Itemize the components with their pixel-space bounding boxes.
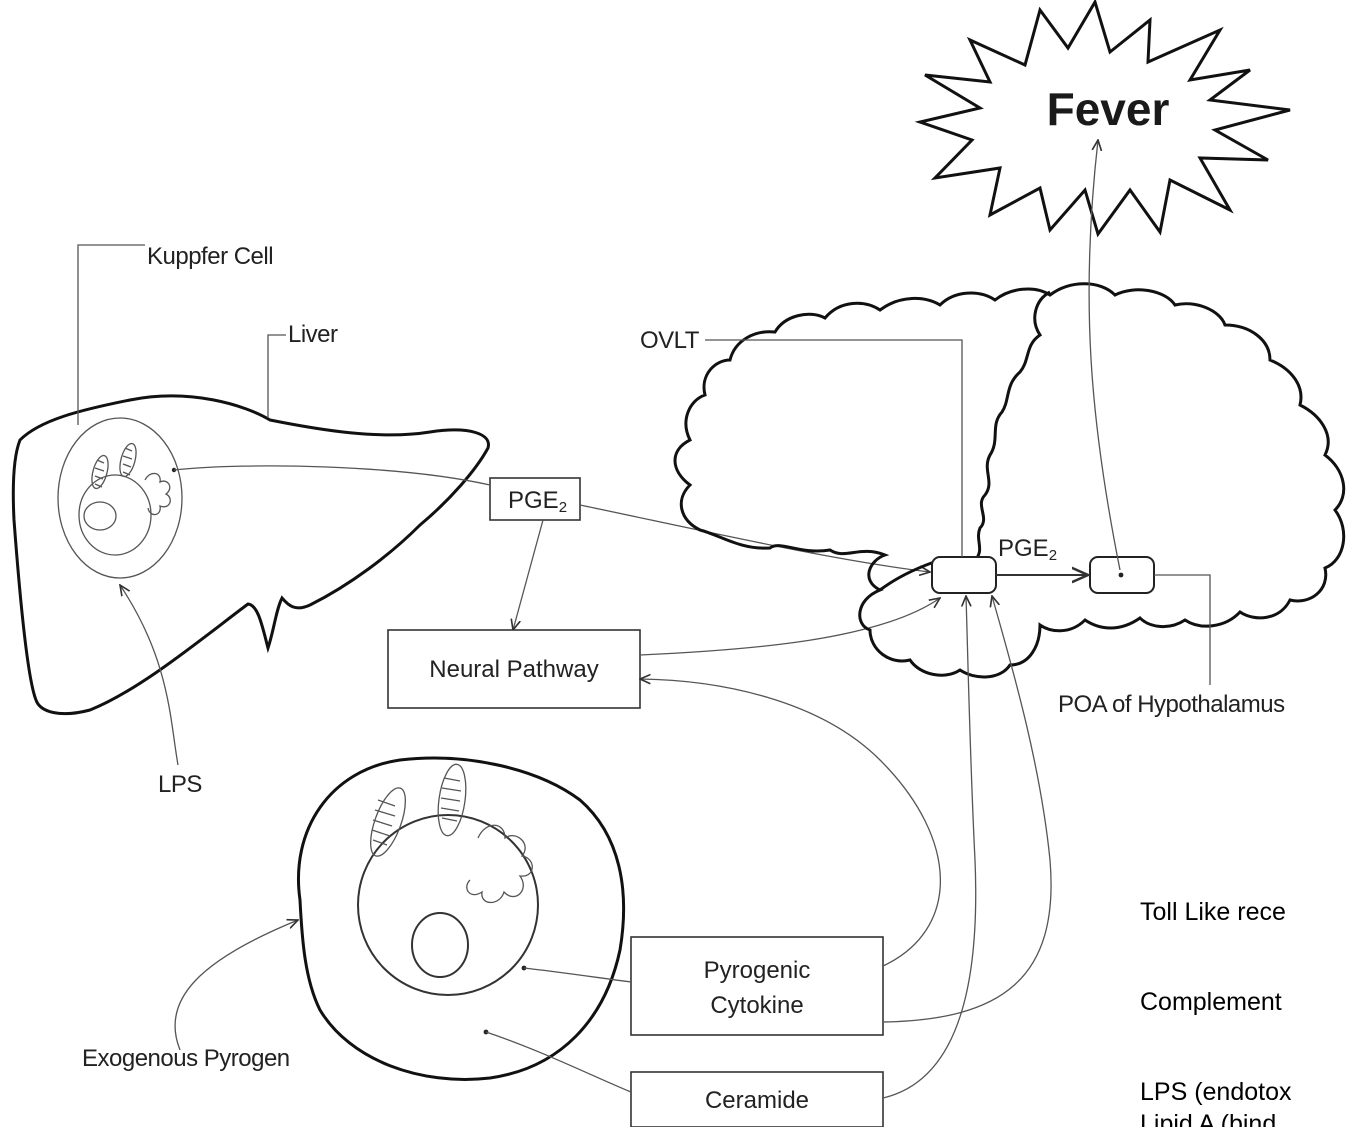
ceramide-box: Ceramide xyxy=(631,1072,883,1127)
side-note-4: Lipid A (bind xyxy=(1140,1110,1276,1127)
kuppfer-cell-label: Kuppfer Cell xyxy=(147,243,273,270)
poa-label: POA of Hypothalamus xyxy=(1058,691,1285,718)
neural-pathway-box: Neural Pathway xyxy=(388,630,640,708)
macrophage-cell xyxy=(298,758,623,1079)
liver-label: Liver xyxy=(288,321,338,348)
side-note-3: LPS (endotox xyxy=(1140,1078,1292,1106)
fever-title: Fever xyxy=(1047,83,1170,135)
ovlt-label: OVLT xyxy=(640,327,700,354)
pyrogenic-label: Pyrogenic xyxy=(704,957,811,984)
side-note-1: Toll Like rece xyxy=(1140,898,1286,926)
neural-pathway-label: Neural Pathway xyxy=(429,656,598,683)
pyrogenic-cytokine-box: Pyrogenic Cytokine xyxy=(631,937,883,1035)
lps-label: LPS xyxy=(158,771,202,798)
exogenous-pyrogen-label: Exogenous Pyrogen xyxy=(82,1045,290,1072)
pge2-box: PGE2 xyxy=(490,478,580,520)
pge2-brain-label: PGE xyxy=(998,535,1049,562)
svg-text:PGE2: PGE2 xyxy=(998,535,1057,564)
pge2-subscript: 2 xyxy=(559,499,567,516)
svg-text:PGE2: PGE2 xyxy=(508,487,567,516)
ovlt-box xyxy=(932,557,996,593)
kuppfer-cell xyxy=(58,418,182,578)
pge2-label: PGE xyxy=(508,487,559,514)
side-note-2: Complement xyxy=(1140,988,1282,1016)
brain-outline xyxy=(675,284,1344,677)
ceramide-label: Ceramide xyxy=(705,1087,809,1114)
cytokine-label: Cytokine xyxy=(710,992,803,1019)
pge2-brain-subscript: 2 xyxy=(1049,547,1057,564)
fever-starburst: Fever xyxy=(920,2,1290,234)
